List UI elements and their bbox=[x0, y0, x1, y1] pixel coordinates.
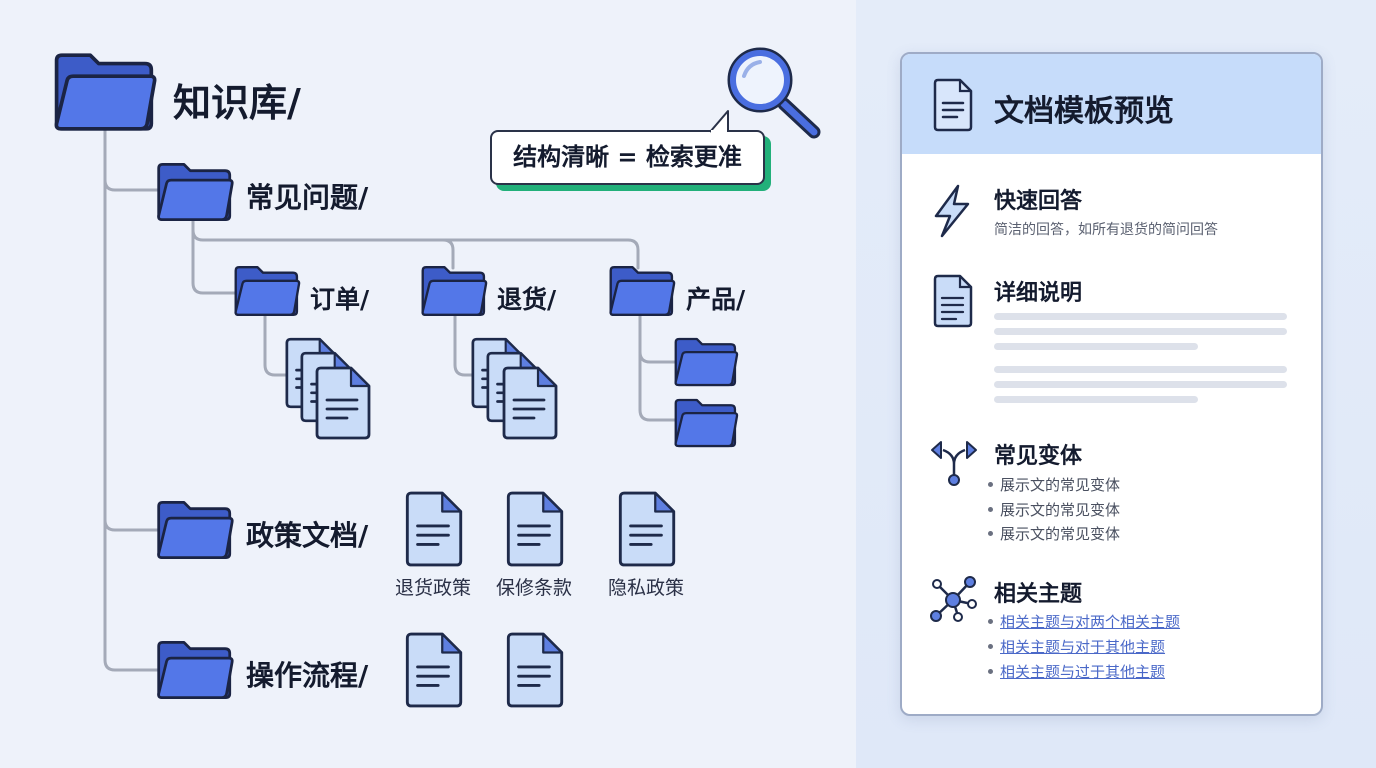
placeholder-line bbox=[994, 343, 1198, 350]
lightning-icon bbox=[934, 184, 970, 238]
doc-label-privacy: 隐私政策 bbox=[607, 577, 684, 599]
quick-answer-title: 快速回答 bbox=[994, 189, 1083, 214]
document-icon bbox=[504, 632, 564, 708]
fork-icon bbox=[931, 441, 977, 486]
returns-folder-label: 退货/ bbox=[497, 285, 557, 314]
placeholder-line bbox=[994, 396, 1198, 403]
placeholder-line bbox=[994, 328, 1287, 335]
faq-folder-label: 常见问题/ bbox=[246, 181, 369, 214]
callout-bubble: 结构清晰 = 检索更准 bbox=[490, 130, 765, 185]
root-folder-icon bbox=[50, 52, 160, 132]
returns-folder-icon bbox=[420, 264, 488, 318]
variant-item: 展示文的常见变体 bbox=[987, 501, 1121, 519]
card-title: 文档模板预览 bbox=[994, 94, 1174, 129]
orders-folder-label: 订单/ bbox=[310, 285, 370, 314]
subfolder-icon bbox=[672, 398, 740, 448]
placeholder-line bbox=[994, 381, 1287, 388]
policy-folder-icon bbox=[155, 500, 235, 560]
magnifier-icon bbox=[727, 47, 821, 139]
doc-label-return-policy: 退货政策 bbox=[394, 577, 471, 599]
related-topic-link[interactable]: 相关主题与对两个相关主题 bbox=[987, 613, 1181, 631]
document-icon bbox=[500, 366, 558, 440]
faq-folder-icon bbox=[155, 162, 235, 222]
variants-title: 常见变体 bbox=[994, 444, 1083, 469]
placeholder-line bbox=[994, 313, 1287, 320]
document-icon bbox=[403, 491, 463, 567]
orders-folder-icon bbox=[233, 264, 301, 318]
document-icon bbox=[933, 78, 973, 132]
related-topic-link[interactable]: 相关主题与对于其他主题 bbox=[987, 638, 1166, 656]
variant-item: 展示文的常见变体 bbox=[987, 476, 1121, 494]
tree-connectors bbox=[103, 128, 678, 672]
document-icon bbox=[403, 632, 463, 708]
root-folder-label: 知识库/ bbox=[173, 81, 301, 125]
callout-tail bbox=[709, 110, 729, 134]
policy-folder-label: 政策文档/ bbox=[246, 519, 369, 552]
subfolder-icon bbox=[672, 337, 740, 387]
products-folder-label: 产品/ bbox=[686, 285, 746, 314]
process-folder-icon bbox=[155, 640, 235, 700]
related-topic-link[interactable]: 相关主题与过于其他主题 bbox=[987, 663, 1166, 681]
card-header: 文档模板预览 bbox=[902, 54, 1321, 154]
placeholder-line bbox=[994, 366, 1287, 373]
network-icon bbox=[930, 576, 977, 622]
detail-title: 详细说明 bbox=[994, 281, 1083, 306]
doc-label-warranty: 保修条款 bbox=[495, 577, 572, 599]
variant-item: 展示文的常见变体 bbox=[987, 525, 1121, 543]
document-icon bbox=[504, 491, 564, 567]
products-folder-icon bbox=[608, 264, 676, 318]
quick-answer-desc: 简洁的回答，如所有退货的简问回答 bbox=[994, 222, 1218, 238]
document-icon bbox=[313, 366, 371, 440]
process-folder-label: 操作流程/ bbox=[246, 659, 369, 692]
document-icon bbox=[616, 491, 676, 567]
related-title: 相关主题 bbox=[994, 582, 1083, 607]
template-preview-card: 文档模板预览 快速回答 简洁的回答，如所有退货的简问回答 详细说明 常见变体 展… bbox=[900, 52, 1323, 716]
document-icon bbox=[933, 274, 973, 328]
